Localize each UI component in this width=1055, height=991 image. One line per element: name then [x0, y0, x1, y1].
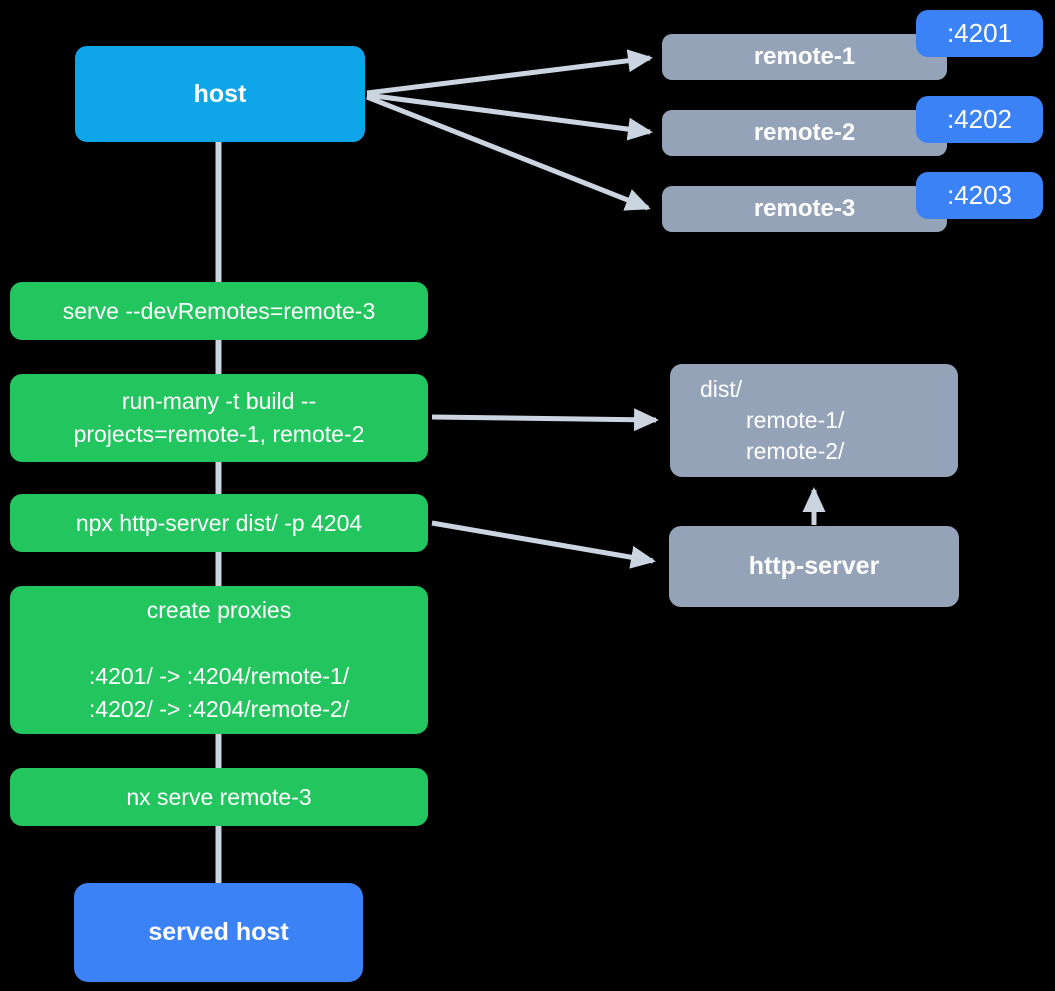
node-dist-folder: dist/ remote-1/ remote-2/ — [670, 364, 958, 477]
cmd-proxies-title: create proxies — [146, 597, 292, 623]
node-served-host: served host — [74, 883, 363, 982]
node-remote-2: remote-2 — [662, 110, 947, 156]
node-remote-3: remote-3 — [662, 186, 947, 232]
http-server-label: http-server — [748, 552, 880, 580]
node-cmd-npx-http-server: npx http-server dist/ -p 4204 — [10, 494, 428, 552]
node-cmd-run-many-build: run-many -t build -- projects=remote-1, … — [10, 374, 428, 462]
port-badge-4203-label: :4203 — [946, 180, 1013, 210]
port-badge-4202: :4202 — [916, 96, 1043, 143]
cmd-http-server-label: npx http-server dist/ -p 4204 — [75, 509, 363, 536]
node-http-server: http-server — [669, 526, 959, 607]
node-remote-1-label: remote-1 — [753, 43, 856, 70]
node-cmd-serve-devremotes: serve --devRemotes=remote-3 — [10, 282, 428, 340]
edge-host-remote-3 — [366, 94, 651, 211]
edge-host-remote-2 — [366, 92, 653, 141]
port-badge-4202-label: :4202 — [946, 104, 1013, 134]
port-badge-4201-label: :4201 — [946, 18, 1013, 48]
dist-folder-line-3: remote-2/ — [746, 438, 845, 464]
dist-folder-line-2: remote-1/ — [746, 407, 845, 433]
cmd-proxies-map-1: :4201/ -> :4204/remote-1/ — [88, 663, 350, 689]
cmd-serve-remote-label: nx serve remote-3 — [126, 783, 312, 810]
node-host-label: host — [193, 79, 247, 108]
node-remote-2-label: remote-2 — [753, 119, 856, 146]
cmd-build-line-1: run-many -t build -- — [121, 388, 317, 414]
edge-build-dist — [431, 408, 659, 432]
edge-httpcmd-httpserver — [431, 520, 656, 569]
served-host-label: served host — [148, 918, 289, 946]
port-badge-4201: :4201 — [916, 10, 1043, 57]
node-cmd-nx-serve-remote-3: nx serve remote-3 — [10, 768, 428, 826]
node-remote-3-label: remote-3 — [753, 195, 856, 222]
cmd-build-line-2: projects=remote-1, remote-2 — [73, 421, 365, 447]
dist-folder-line-1: dist/ — [700, 376, 743, 402]
node-host: host — [75, 46, 365, 142]
edge-host-remote-1 — [366, 49, 653, 96]
cmd-proxies-map-2: :4202/ -> :4204/remote-2/ — [88, 696, 350, 722]
node-remote-1: remote-1 — [662, 34, 947, 80]
port-badge-4203: :4203 — [916, 172, 1043, 219]
node-cmd-create-proxies: create proxies :4201/ -> :4204/remote-1/… — [10, 586, 428, 734]
cmd-serve-label: serve --devRemotes=remote-3 — [62, 297, 376, 324]
